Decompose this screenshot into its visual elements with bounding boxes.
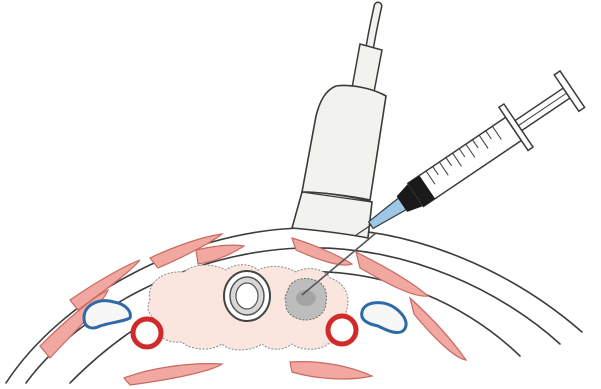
muscle-bottom-right — [290, 362, 372, 379]
trachea-lumen — [236, 283, 258, 309]
trachea-ring-icon — [224, 271, 270, 321]
probe-neck — [352, 44, 382, 92]
probe-head — [292, 192, 372, 238]
carotid-artery-right-icon — [328, 316, 356, 344]
jugular-vein-icon — [84, 301, 130, 328]
plunger-rod-center — [518, 93, 566, 125]
muscle-bottom-left — [124, 364, 222, 385]
muscle-right-mid — [356, 252, 428, 296]
needle-hub — [367, 198, 406, 231]
carotid-artery-icon — [133, 319, 161, 347]
probe-body — [302, 85, 386, 200]
muscle-left-strap — [196, 245, 244, 264]
muscle-right-lower — [410, 298, 466, 360]
ultrasound-probe-icon — [292, 6, 386, 238]
jugular-vein-right-icon — [362, 303, 406, 333]
